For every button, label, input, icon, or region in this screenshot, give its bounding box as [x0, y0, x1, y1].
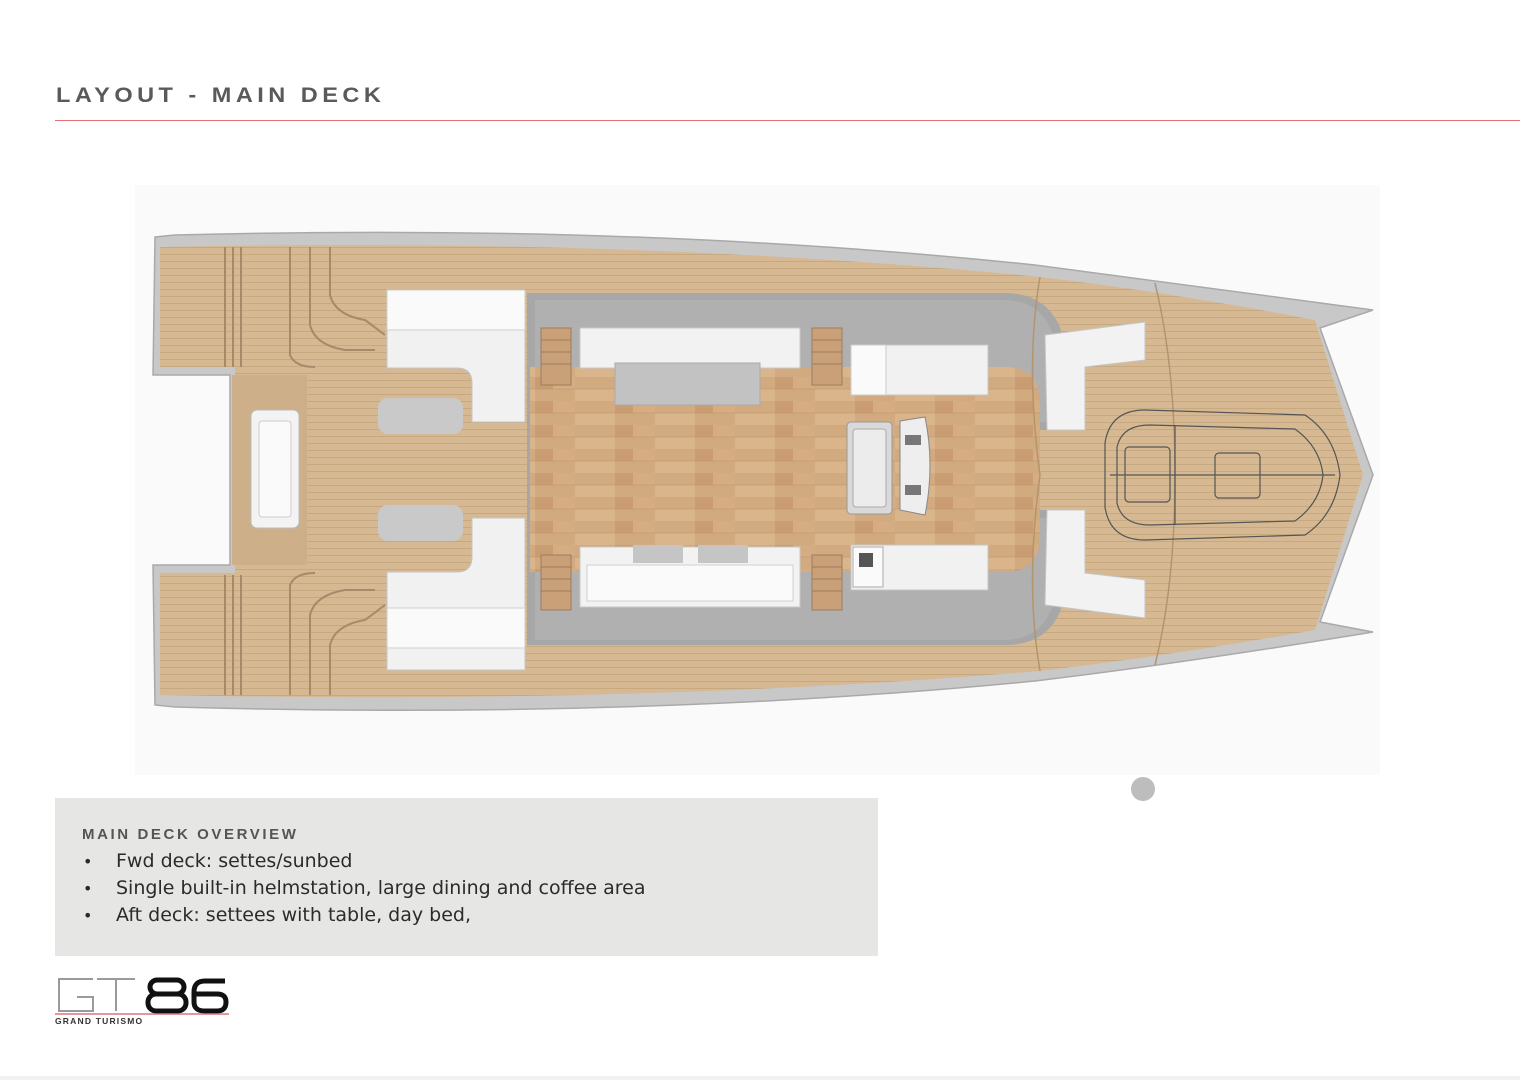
list-item: • Single built-in helmstation, large dini… — [81, 875, 646, 902]
footer-rule — [0, 1076, 1520, 1080]
list-item: • Aft deck: settees with table, day bed, — [81, 902, 646, 929]
tender-drawing — [1104, 409, 1341, 541]
overview-list: • Fwd deck: settes/sunbed • Single built-i… — [81, 848, 646, 929]
title-rule — [55, 120, 1520, 121]
aft-table-stbd — [378, 505, 463, 541]
deck-plan-drawing — [135, 185, 1380, 775]
bullet: • — [83, 879, 93, 898]
page-title: LAYOUT - MAIN DECK — [56, 84, 386, 107]
bullet: • — [83, 906, 93, 925]
list-item-text: Fwd deck: settes/sunbed — [116, 850, 353, 872]
aft-steps-port — [224, 247, 386, 368]
list-item-text: Aft deck: settees with table, day bed, — [116, 904, 471, 926]
salon-steps — [540, 327, 843, 611]
bullet: • — [83, 852, 93, 871]
list-item: • Fwd deck: settes/sunbed — [81, 848, 646, 875]
page-indicator-dot[interactable] — [1131, 777, 1155, 801]
foredeck-settee-stbd — [1044, 509, 1146, 619]
dining-settee-port — [579, 327, 801, 369]
list-item-text: Single built-in helmstation, large dinin… — [116, 877, 646, 899]
foredeck-settee-port — [1044, 321, 1146, 431]
svg-text:GRAND TURISMO: GRAND TURISMO — [55, 1016, 143, 1026]
coffee-table-1 — [633, 545, 683, 563]
gt86-logo: GRAND TURISMO — [55, 975, 235, 1027]
overview-panel: MAIN DECK OVERVIEW • Fwd deck: settes/sun… — [55, 798, 878, 956]
salon-sole — [530, 367, 1040, 572]
coffee-table-2 — [698, 545, 748, 563]
dining-table — [614, 362, 761, 406]
aft-table-port — [378, 398, 463, 434]
helm-console — [899, 416, 931, 516]
aft-steps-stbd — [224, 572, 386, 695]
overview-title: MAIN DECK OVERVIEW — [82, 826, 299, 843]
